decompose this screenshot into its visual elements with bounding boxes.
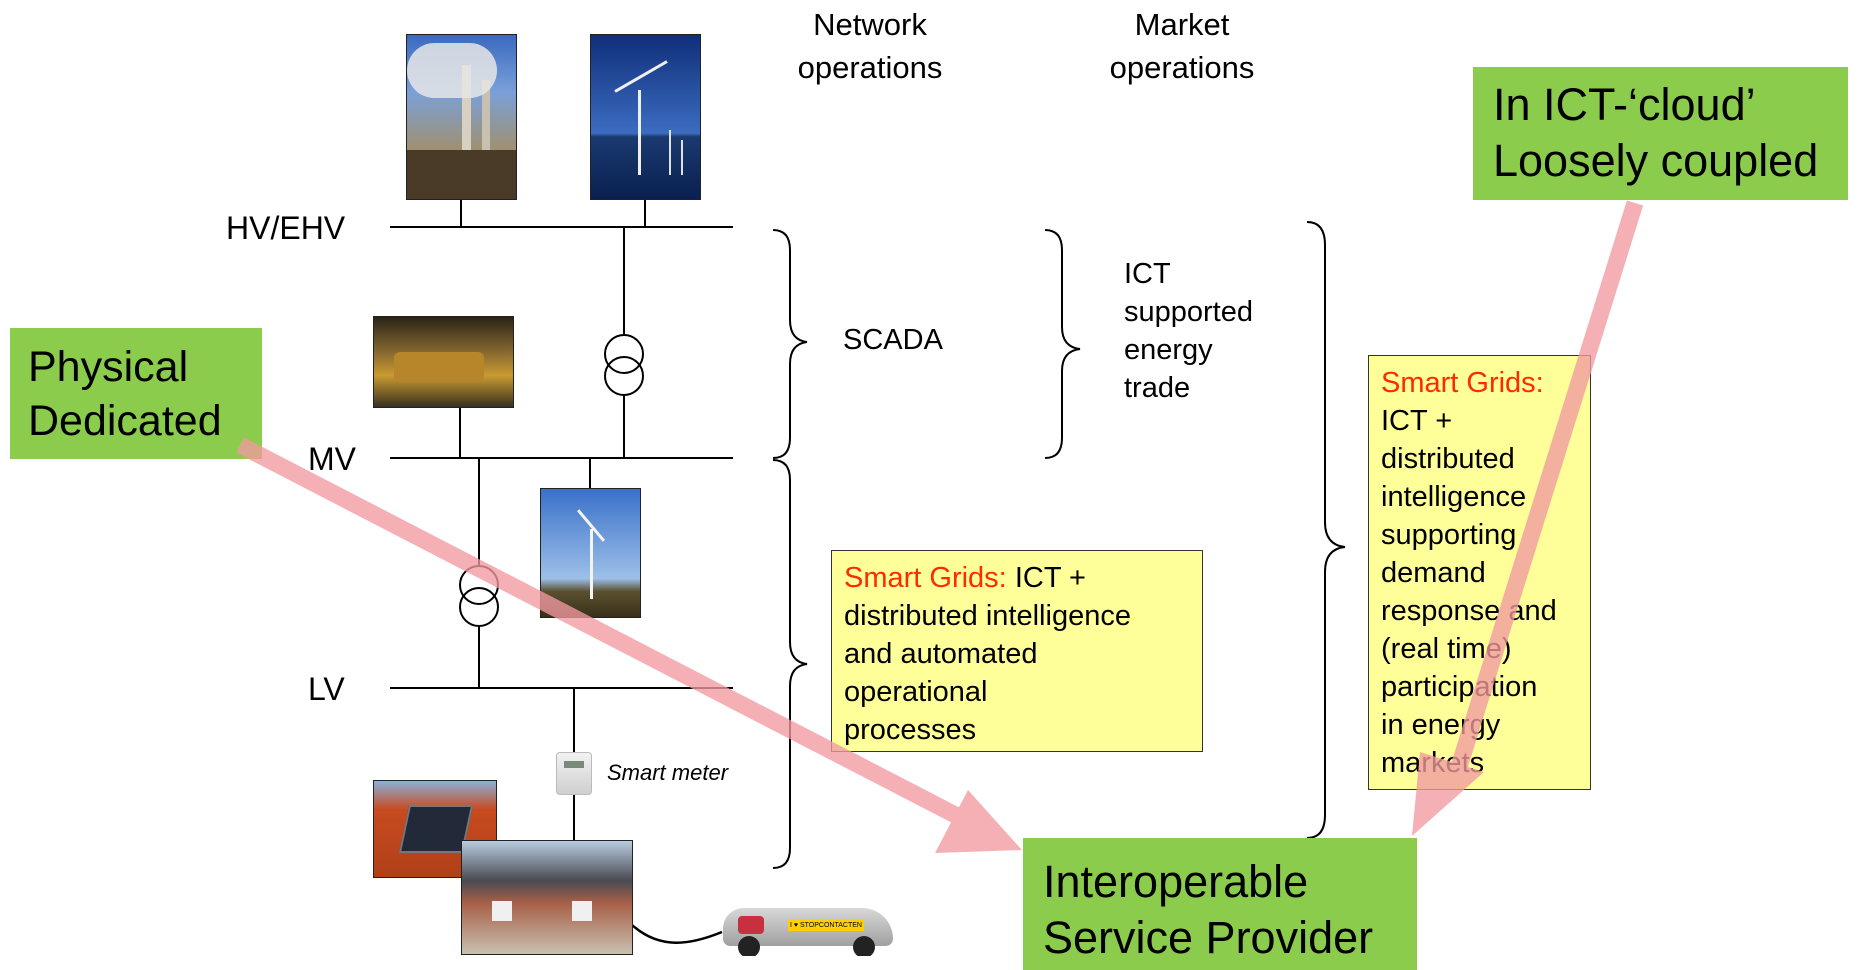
hv-mv-transformer-bottom (604, 356, 644, 396)
smart-meter-photo (556, 752, 592, 795)
lv-brace (772, 459, 808, 869)
coal-plant-photo (406, 34, 517, 200)
chp-engine-photo (373, 316, 514, 408)
offshore-wind-photo (590, 34, 701, 200)
service-provider-box: Interoperable Service Provider (1023, 838, 1417, 970)
smart-grids-left-title: Smart Grids: (844, 562, 1007, 594)
scada-brace (772, 229, 808, 459)
market-brace (1306, 221, 1346, 839)
service-provider-label: Interoperable Service Provider (1043, 856, 1374, 963)
mv-lv-transformer-bottom (459, 587, 499, 627)
smart-grids-right-title: Smart Grids: (1381, 367, 1544, 399)
scada-label: SCADA (843, 324, 943, 356)
hv-mv-transformer-top (604, 334, 644, 374)
ict-cloud-box: In ICT-‘cloud’ Loosely coupled (1473, 67, 1848, 200)
physical-dedicated-box: Physical Dedicated (10, 328, 262, 459)
smart-meter-label: Smart meter (607, 760, 729, 785)
network-operations-header: Network operations (797, 7, 943, 85)
mv-lv-transformer-top (459, 565, 499, 605)
ict-trade-brace (1044, 229, 1081, 459)
house-photo (461, 840, 633, 955)
market-operations-header: Market operations (1109, 7, 1255, 85)
onshore-wind-photo (540, 488, 641, 618)
physical-dedicated-label: Physical Dedicated (28, 343, 222, 445)
car-sticker: I ♥ STOPCONTACTEN (788, 920, 864, 931)
mv-label: MV (308, 441, 356, 477)
ict-trade-label: ICT supported energy trade (1124, 258, 1253, 404)
lv-label: LV (308, 671, 345, 707)
smart-grids-operational-box: Smart Grids: ICT + distributed intellige… (831, 550, 1203, 752)
ict-cloud-label: In ICT-‘cloud’ Loosely coupled (1493, 79, 1819, 186)
electric-car-photo: I ♥ STOPCONTACTEN (718, 890, 898, 956)
smart-grids-right-text: ICT + distributed intelligence supportin… (1381, 405, 1557, 779)
hv-ehv-label: HV/EHV (226, 210, 346, 246)
smart-grids-market-box: Smart Grids: ICT + distributed intellige… (1368, 355, 1591, 790)
